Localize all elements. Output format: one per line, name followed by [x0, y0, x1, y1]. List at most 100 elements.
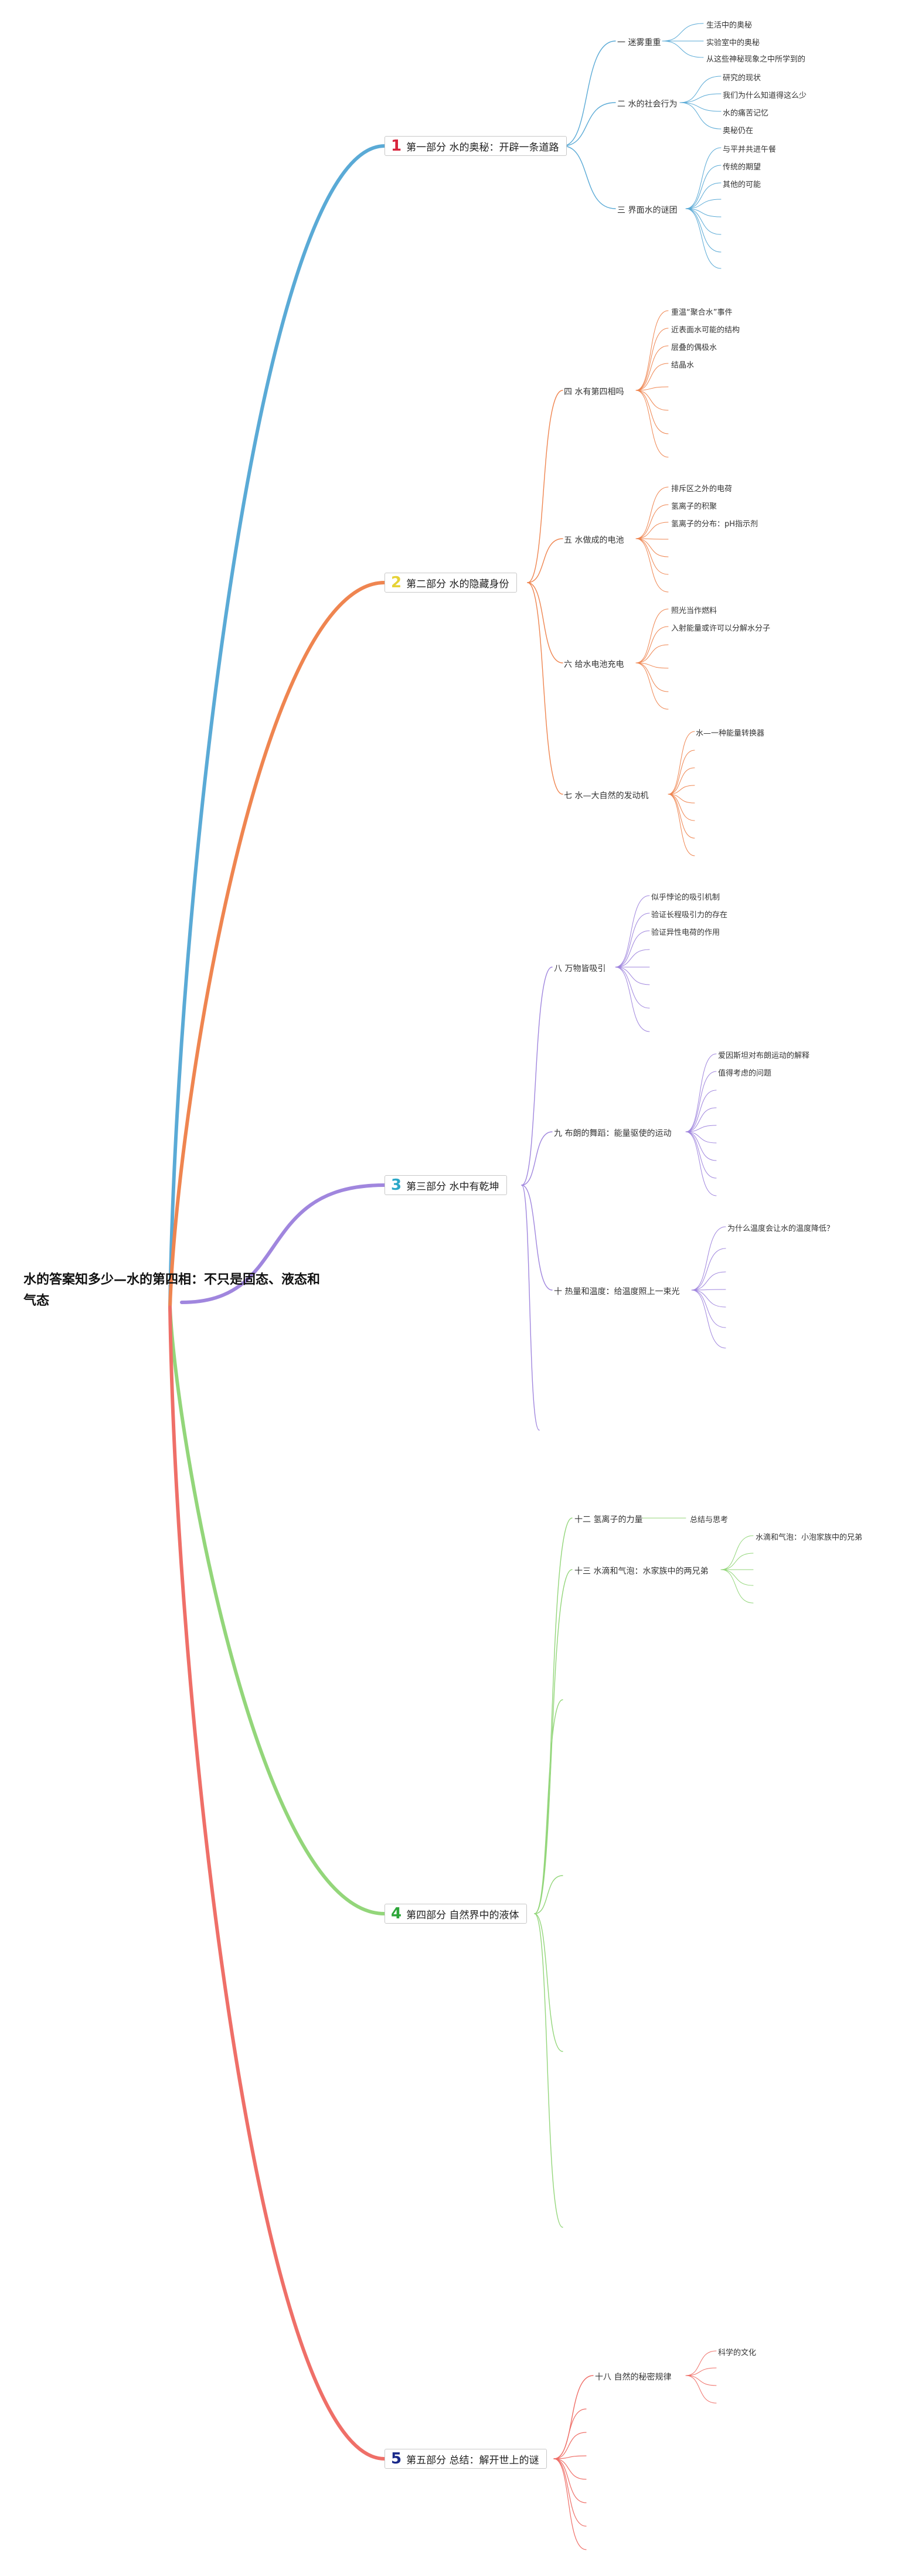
part-3-node[interactable]: 3 第三部分 水中有乾坤	[385, 1175, 507, 1195]
leaf-line-3-3-6	[691, 1289, 726, 1349]
part-1-title: 第一部分 水的奥秘：开辟一条道路	[406, 141, 559, 154]
leaf-line-3-2-8	[685, 1131, 717, 1196]
leaf-1-1-3[interactable]: 从这些神秘现象之中所学到的	[706, 55, 806, 64]
leaf-line-2-1-1	[635, 328, 669, 391]
leaf-line-2-1-0	[635, 310, 669, 391]
part-5-number: 5	[391, 2450, 402, 2468]
part-5-title: 第五部分 总结：解开世上的谜	[406, 2454, 539, 2466]
leaf-line-3-2-5	[685, 1131, 717, 1144]
part-4-node[interactable]: 4 第四部分 自然界中的液体	[385, 1904, 527, 1924]
leaf-3-1-2[interactable]: 验证长程吸引力的存在	[651, 911, 728, 920]
leaf-line-4-2-0	[720, 1535, 754, 1570]
section-1-3[interactable]: 三 界面水的谜团	[617, 206, 678, 215]
leaf-3-1-1[interactable]: 似乎悖论的吸引机制	[651, 893, 720, 902]
section-2-4[interactable]: 七 水—大自然的发动机	[564, 791, 649, 801]
leaf-line-3-3-2	[691, 1271, 726, 1291]
leaf-2-3-2[interactable]: 入射能量或许可以分解水分子	[671, 624, 771, 633]
leaf-line-1-2-1	[679, 93, 722, 103]
leaf-2-1-2[interactable]: 近表面水可能的结构	[671, 326, 740, 335]
leaf-2-1-4[interactable]: 结晶水	[671, 361, 695, 370]
section-3-2[interactable]: 九 布朗的舞蹈：能量驱使的运动	[554, 1129, 672, 1138]
leaf-line-3-3-5	[691, 1289, 726, 1328]
branch-1-1	[562, 40, 616, 147]
branch-3-2	[521, 1131, 553, 1186]
leaf-line-3-1-7	[615, 967, 650, 1032]
section-1-2[interactable]: 二 水的社会行为	[617, 100, 678, 109]
leaf-line-3-2-0	[685, 1053, 717, 1132]
leaf-2-2-2[interactable]: 氢离子的积聚	[671, 502, 717, 511]
leaf-line-2-4-0	[668, 731, 695, 795]
leaf-line-2-4-7	[668, 794, 695, 856]
leaf-line-4-2-3	[720, 1569, 754, 1586]
leaf-line-2-1-6	[635, 390, 669, 434]
leaf-4-2-1[interactable]: 水滴和气泡：小泡家族中的兄弟	[756, 1533, 863, 1542]
leaf-1-2-2[interactable]: 我们为什么知道得这么少	[723, 91, 807, 100]
section-4-1[interactable]: 十二 氢离子的力量	[574, 1515, 643, 1524]
section-1-1[interactable]: 一 迷雾重重	[617, 38, 661, 47]
leaf-2-2-1[interactable]: 排斥区之外的电荷	[671, 485, 733, 494]
leaf-1-3-1[interactable]: 与平并共进午餐	[723, 145, 777, 154]
leaf-line-3-1-6	[615, 967, 650, 1009]
leaf-2-4-1[interactable]: 水—一种能量转换器	[696, 729, 765, 738]
section-3-1[interactable]: 八 万物皆吸引	[554, 964, 606, 974]
section-2-1[interactable]: 四 水有第四相吗	[564, 387, 624, 397]
leaf-line-1-3-5	[685, 208, 722, 235]
leaf-line-2-3-1	[635, 626, 669, 663]
branch-4-2	[534, 1569, 573, 1914]
leaf-line-5-1-0	[685, 2350, 717, 2376]
branch-1-2	[562, 102, 616, 147]
trunk-part-5	[168, 1305, 386, 2461]
leaf-line-1-3-4	[685, 208, 722, 217]
leaf-line-2-4-1	[668, 750, 695, 795]
leaf-line-1-2-3	[679, 102, 722, 130]
leaf-line-5-1-3	[685, 2375, 717, 2404]
part-2-node[interactable]: 2 第二部分 水的隐藏身份	[385, 573, 517, 593]
leaf-1-3-3[interactable]: 其他的可能	[723, 181, 761, 189]
leaf-2-3-1[interactable]: 照光当作燃料	[671, 607, 717, 615]
leaf-3-2-2[interactable]: 值得考虑的问题	[718, 1069, 772, 1078]
leaf-line-2-1-7	[635, 390, 669, 458]
leaf-line-2-2-1	[635, 504, 669, 539]
leaf-3-1-3[interactable]: 验证异性电荷的作用	[651, 928, 720, 937]
leaf-line-3-3-4	[691, 1289, 726, 1308]
leaf-1-1-2[interactable]: 实验室中的奥秘	[706, 39, 760, 47]
branch-1-3	[562, 145, 616, 209]
leaf-line-2-4-3	[668, 785, 695, 795]
leaf-1-3-2[interactable]: 传统的期望	[723, 163, 761, 172]
leaf-line-3-1-5	[615, 967, 650, 985]
leaf-2-1-1[interactable]: 重温“聚合水”事件	[671, 308, 733, 317]
leaf-line-1-3-6	[685, 208, 722, 253]
leaf-line-1-3-1	[685, 165, 722, 209]
section-2-3[interactable]: 六 给水电池充电	[564, 660, 624, 669]
branch-3-3	[521, 1185, 553, 1291]
branch-5-1	[553, 2375, 594, 2459]
branch-5-x5	[553, 2458, 587, 2527]
leaf-3-2-1[interactable]: 爱因斯坦对布朗运动的解释	[718, 1052, 810, 1060]
leaf-4-1-1[interactable]: 总结与思考	[690, 1516, 729, 1524]
branch-3-1	[521, 967, 553, 1186]
part-1-node[interactable]: 1 第一部分 水的奥秘：开辟一条道路	[385, 136, 567, 156]
leaf-line-2-2-6	[635, 538, 669, 593]
branch-2-2	[527, 538, 563, 583]
part-3-number: 3	[391, 1176, 402, 1194]
branch-2-4	[527, 582, 563, 795]
leaf-2-1-3[interactable]: 层叠的偶极水	[671, 343, 717, 352]
trunk-part-4	[168, 1305, 386, 1915]
leaf-1-2-4[interactable]: 奥秘仍在	[723, 127, 754, 135]
leaf-1-1-1[interactable]: 生活中的奥秘	[706, 21, 753, 30]
section-4-2[interactable]: 十三 水滴和气泡：水家族中的两兄弟	[574, 1567, 709, 1576]
section-2-2[interactable]: 五 水做成的电池	[564, 536, 624, 545]
leaf-1-2-3[interactable]: 水的痛苦记忆	[723, 109, 769, 118]
leaf-1-2-1[interactable]: 研究的现状	[723, 74, 761, 83]
root-topic[interactable]: 水的答案知多少—水的第四相：不只是固态、液态和气态	[23, 1272, 321, 1308]
leaf-5-1-1[interactable]: 科学的文化	[718, 2349, 757, 2357]
branch-5-x1	[553, 2432, 587, 2459]
leaf-3-3-1[interactable]: 为什么温度会让水的温度降低？	[727, 1224, 835, 1233]
branch-4-6	[534, 1913, 563, 2228]
leaf-line-3-1-0	[615, 895, 650, 968]
leaf-2-2-3[interactable]: 氢离子的分布：pH指示剂	[671, 520, 758, 529]
part-5-node[interactable]: 5 第五部分 总结：解开世上的谜	[385, 2449, 547, 2469]
section-3-3[interactable]: 十 热量和温度：给温度照上一束光	[554, 1287, 680, 1296]
section-5-1[interactable]: 十八 自然的秘密规律	[595, 2373, 672, 2382]
